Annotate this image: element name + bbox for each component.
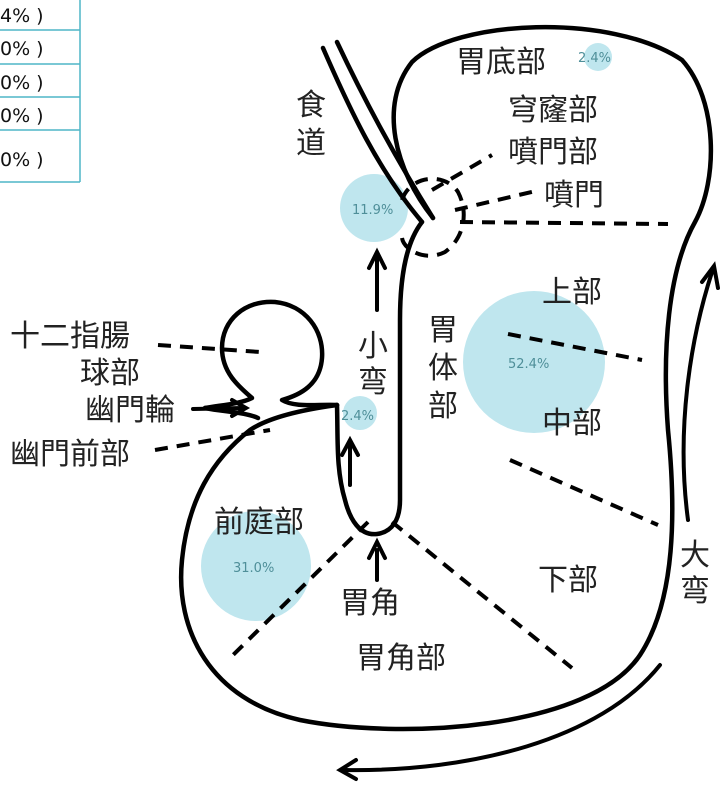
label-duodenum: 十二指腸	[10, 319, 130, 354]
greater-bottom-arrow-head	[336, 758, 358, 781]
fundus-body-boundary	[459, 220, 669, 226]
pct-cardia: 11.9%	[352, 203, 393, 218]
table-cell-3: 0% )	[0, 72, 44, 94]
greater-right-arrow	[681, 270, 714, 522]
cardia-region-leader	[430, 153, 494, 192]
cardia-leader	[454, 188, 541, 212]
pct-fundus: 2.4%	[578, 51, 611, 66]
table-cell-5: 0% )	[0, 149, 44, 171]
lesser-curvature-outline	[334, 219, 425, 537]
bubble-labels: 2.4% 11.9% 52.4% 2.4% 31.0%	[233, 51, 611, 576]
label-cardia: 噴門	[544, 178, 604, 213]
stomach-outline	[178, 25, 714, 732]
duodenum-leader	[157, 343, 261, 354]
lesser-up-arrow-head	[367, 247, 387, 270]
bubble-cardia	[340, 174, 408, 242]
bubble-fundus	[584, 43, 612, 71]
pct-antrum: 31.0%	[233, 561, 274, 576]
pct-body: 52.4%	[508, 357, 549, 372]
prepyloric-leader	[154, 428, 271, 452]
bubbles	[201, 43, 612, 621]
label-angle-region: 胃角部	[356, 641, 446, 676]
labels: 胃底部 穹窿部 噴門部 噴門 食道 上部 胃体部 中部 下部 小弯 大弯 十二指…	[10, 45, 710, 676]
middle-lower-boundary	[509, 458, 659, 527]
label-fundus: 胃底部	[456, 45, 546, 80]
lesser-down-arrow-head	[340, 435, 360, 457]
bubble-body	[463, 291, 605, 433]
upper-middle-boundary	[507, 332, 643, 362]
label-pyloric-ring: 幽門輪	[85, 393, 175, 428]
label-angle: 胃角	[340, 586, 400, 621]
percent-table: 4% ) 0% ) 0% ) 0% ) 0% )	[0, 0, 81, 183]
arrows	[191, 247, 720, 781]
pyloric-ring-leader	[191, 406, 245, 411]
angle-arrow-head	[367, 537, 387, 560]
pct-lesser: 2.4%	[341, 409, 374, 424]
greater-bottom-arrow	[343, 663, 662, 773]
bubble-lesser	[343, 396, 377, 430]
dashed-boundaries	[154, 153, 669, 670]
esophagus-line-left	[320, 45, 425, 225]
label-fornix: 穹窿部	[508, 93, 598, 128]
antrum-right-boundary	[390, 520, 574, 670]
cardia-loop	[400, 176, 466, 258]
label-cardia-region: 噴門部	[508, 135, 598, 170]
label-body: 胃体部	[428, 313, 458, 424]
bubble-antrum	[201, 511, 311, 621]
table-cell-4: 0% )	[0, 105, 44, 127]
label-lesser-curvature: 小弯	[358, 329, 388, 400]
label-upper: 上部	[542, 275, 602, 310]
label-esophagus: 食道	[296, 88, 326, 161]
table-cell-1: 4% )	[0, 5, 44, 27]
label-antrum: 前庭部	[214, 505, 304, 540]
pyloric-ring-arrow-head	[230, 398, 251, 418]
antrum-left-boundary	[228, 520, 370, 660]
label-greater-curvature: 大弯	[680, 538, 710, 609]
greater-right-arrow-head	[700, 261, 720, 290]
duodenal-bulb-outline	[202, 299, 340, 411]
label-bulb: 球部	[80, 356, 140, 391]
table-cell-2: 0% )	[0, 38, 44, 60]
label-lower: 下部	[538, 563, 598, 598]
label-middle: 中部	[542, 406, 602, 441]
greater-curvature-outline	[178, 25, 714, 732]
label-prepyloric: 幽門前部	[10, 437, 130, 472]
